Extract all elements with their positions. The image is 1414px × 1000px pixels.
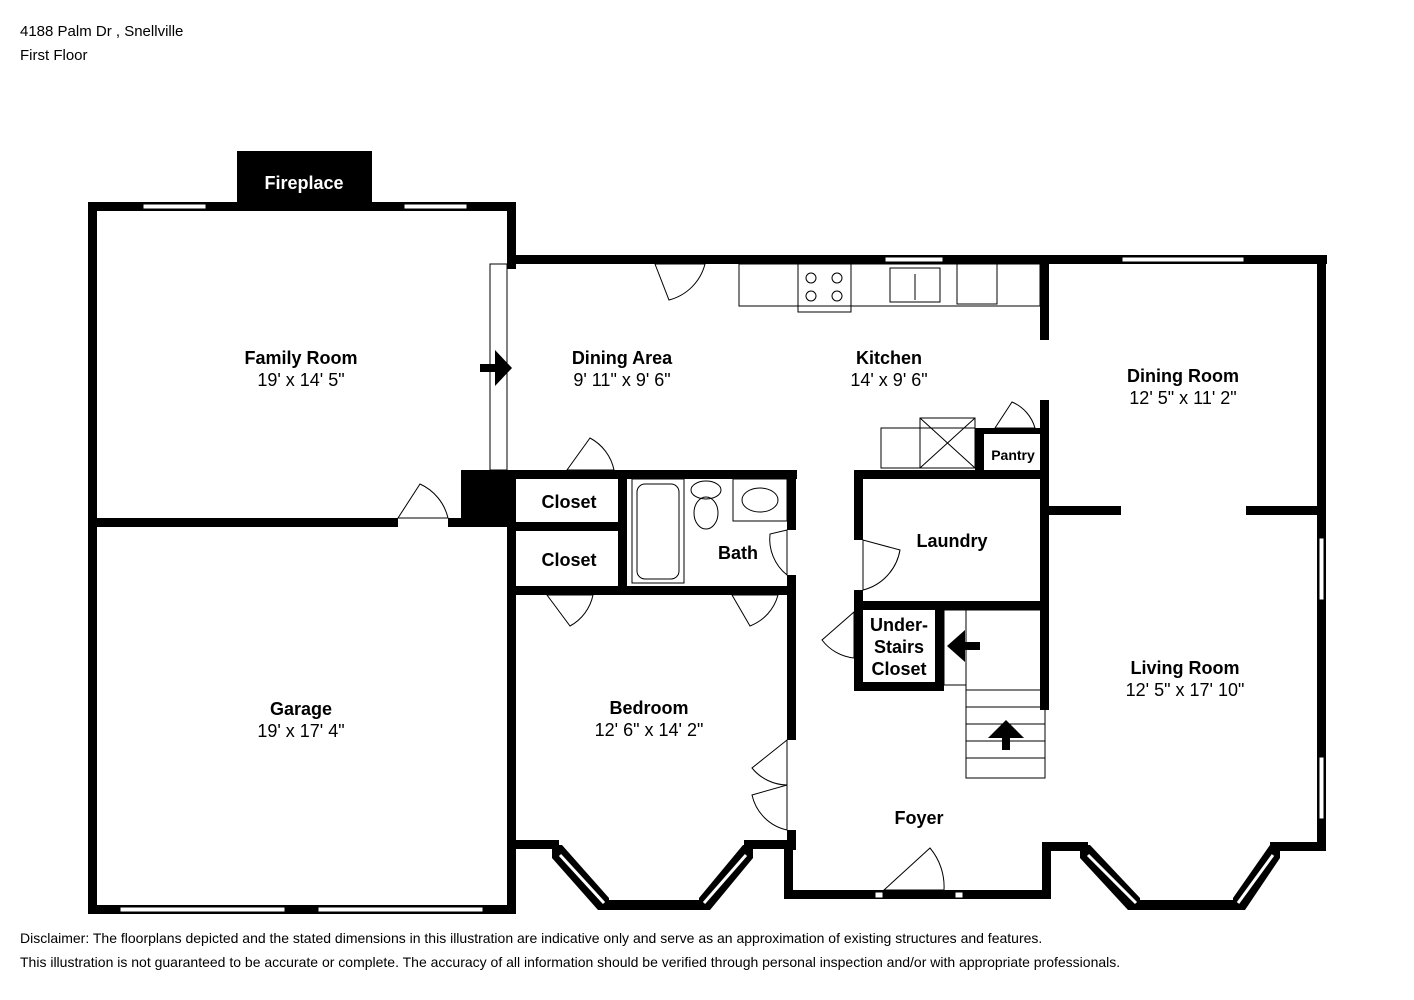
dining-area-label: Dining Area — [572, 348, 673, 368]
dining-room-label: Dining Room — [1127, 366, 1239, 386]
kitchen-dims: 14' x 9' 6" — [850, 370, 927, 390]
disclaimer-line-1: Disclaimer: The floorplans depicted and … — [20, 930, 1043, 946]
family-room-dims: 19' x 14' 5" — [257, 370, 344, 390]
dining-room-dims: 12' 5" x 11' 2" — [1129, 388, 1236, 408]
stove-icon — [797, 263, 852, 313]
bay-walls — [552, 845, 1280, 910]
pantry-label: Pantry — [991, 447, 1035, 463]
bath-label: Bath — [718, 543, 758, 563]
floor-label: First Floor — [20, 47, 88, 64]
bath-fixtures — [631, 478, 788, 584]
toilet-icon — [690, 480, 722, 500]
garage-dims: 19' x 17' 4" — [257, 721, 344, 741]
closet-2-label: Closet — [541, 550, 596, 570]
living-room-dims: 12' 5" x 17' 10" — [1126, 680, 1245, 700]
closet-1-label: Closet — [541, 492, 596, 512]
bedroom-dims: 12' 6" x 14' 2" — [595, 720, 704, 740]
sink-icon — [889, 267, 941, 303]
under-stairs-label-1: Under- — [870, 615, 928, 635]
stairs-left-arrow-icon — [947, 630, 980, 662]
interior-walls — [88, 255, 1326, 850]
entry-arrow-icon — [480, 350, 512, 386]
bathtub-icon — [631, 478, 685, 584]
address-label: 4188 Palm Dr , Snellville — [20, 23, 184, 40]
kitchen-counters — [738, 263, 1041, 469]
stairs-up-arrow-icon — [988, 720, 1024, 750]
under-stairs-label-2: Stairs — [874, 637, 924, 657]
exterior-walls — [88, 202, 1327, 914]
doors — [397, 263, 1036, 899]
under-stairs-label-3: Closet — [871, 659, 926, 679]
kitchen-label: Kitchen — [856, 348, 922, 368]
garage-label: Garage — [270, 699, 332, 719]
fireplace-label: Fireplace — [264, 173, 343, 193]
dining-area-dims: 9' 11" x 9' 6" — [573, 370, 670, 390]
living-room-label: Living Room — [1131, 658, 1240, 678]
bedroom-label: Bedroom — [609, 698, 688, 718]
bath-sink-icon — [741, 487, 779, 513]
laundry-label: Laundry — [916, 531, 987, 551]
fireplace — [237, 151, 372, 206]
foyer-label: Foyer — [894, 808, 943, 828]
disclaimer-line-2: This illustration is not guaranteed to b… — [20, 954, 1121, 970]
family-room-label: Family Room — [244, 348, 357, 368]
